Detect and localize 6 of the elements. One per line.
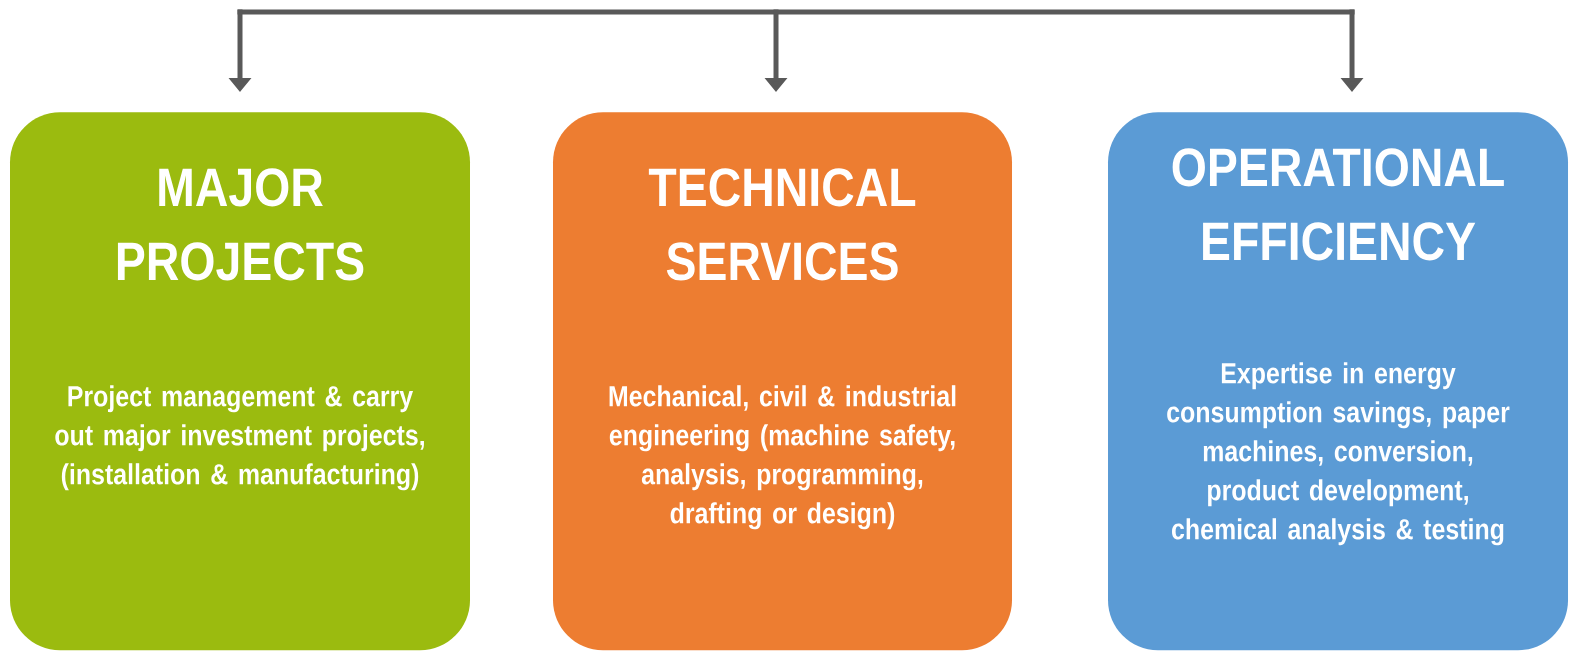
box-description: Expertise in energy consumption savings, paper machines, conversion, product development, chemical analysis & testing (1167, 362, 1510, 546)
box-description: Mechanical, civil & industrial engineering (machine safety, analysis, programming, drafting or design) (609, 385, 956, 530)
box-description: Project management & carry out major investment projects, (installation & manufacturing) (55, 385, 424, 491)
box-title: MAJOR PROJECTS (117, 168, 364, 281)
box-title: OPERATIONAL EFFICIENCY (1172, 148, 1504, 261)
box-title: TECHNICAL SERVICES (648, 168, 916, 281)
